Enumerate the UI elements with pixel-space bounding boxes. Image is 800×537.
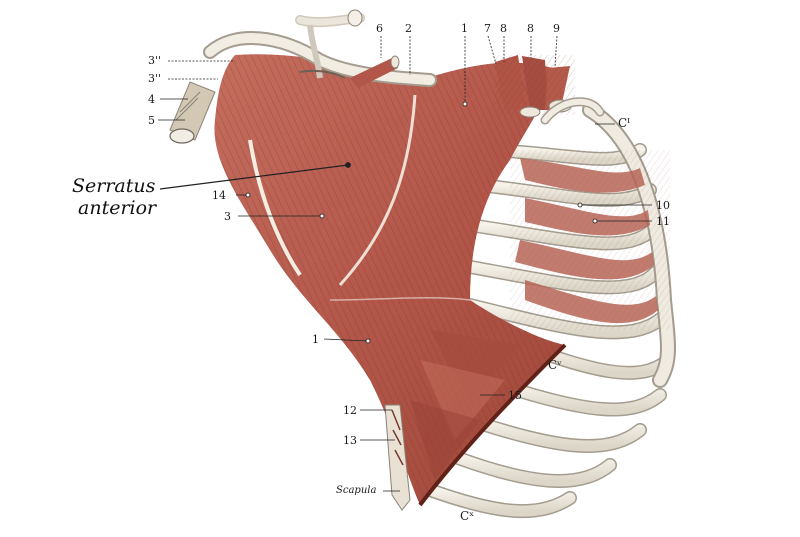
- tendon-seam: [338, 94, 417, 287]
- label-8-first: 8: [500, 22, 507, 35]
- label-rib-c5: Cᵛ: [548, 358, 562, 372]
- label-5: 5: [148, 114, 155, 127]
- label-1-top: 1: [461, 22, 468, 35]
- label-scapula: Scapula: [336, 485, 377, 496]
- serratus-digitation: [420, 360, 505, 440]
- serratus-digitation: [410, 400, 480, 480]
- label-3-double-prime-lower: 3'': [148, 72, 162, 85]
- leader-serratus: [159, 164, 349, 190]
- leader-7: [487, 35, 497, 65]
- tendon-seam: [248, 139, 302, 277]
- label-3-double-prime-upper: 3'': [148, 54, 162, 67]
- label-6: 6: [376, 22, 383, 35]
- leader-lines: [158, 35, 652, 492]
- label-11: 11: [656, 215, 670, 228]
- label-rib-c1: Cᴵ: [618, 116, 631, 130]
- cut-humerus: [169, 81, 216, 144]
- label-15: 15: [508, 389, 522, 402]
- leader-dots: [245, 101, 598, 344]
- serratus-lower-edge: [418, 343, 567, 507]
- label-8-second: 8: [527, 22, 534, 35]
- muscle-mass: [214, 54, 567, 507]
- serratus-digitation: [430, 330, 520, 400]
- label-12: 12: [343, 404, 357, 417]
- leader-9: [554, 35, 558, 67]
- label-7: 7: [484, 22, 491, 35]
- scapula-edge: [384, 404, 411, 511]
- label-13: 13: [343, 434, 357, 447]
- tendon-seam: [329, 297, 471, 301]
- label-14: 14: [212, 189, 226, 202]
- label-10: 10: [656, 199, 670, 212]
- label-9: 9: [553, 22, 560, 35]
- leader-1-low: [323, 338, 369, 342]
- label-1-lower: 1: [312, 333, 319, 346]
- title-serratus: Serratus: [72, 175, 156, 197]
- title-anterior: anterior: [78, 197, 157, 219]
- label-2: 2: [405, 22, 412, 35]
- label-4: 4: [148, 93, 155, 106]
- first-rib-cut: [540, 97, 605, 125]
- shoulder-structures: [203, 9, 437, 88]
- intercostal-muscles: [510, 150, 670, 330]
- label-3: 3: [224, 210, 231, 223]
- label-rib-c10: Cˣ: [460, 509, 475, 523]
